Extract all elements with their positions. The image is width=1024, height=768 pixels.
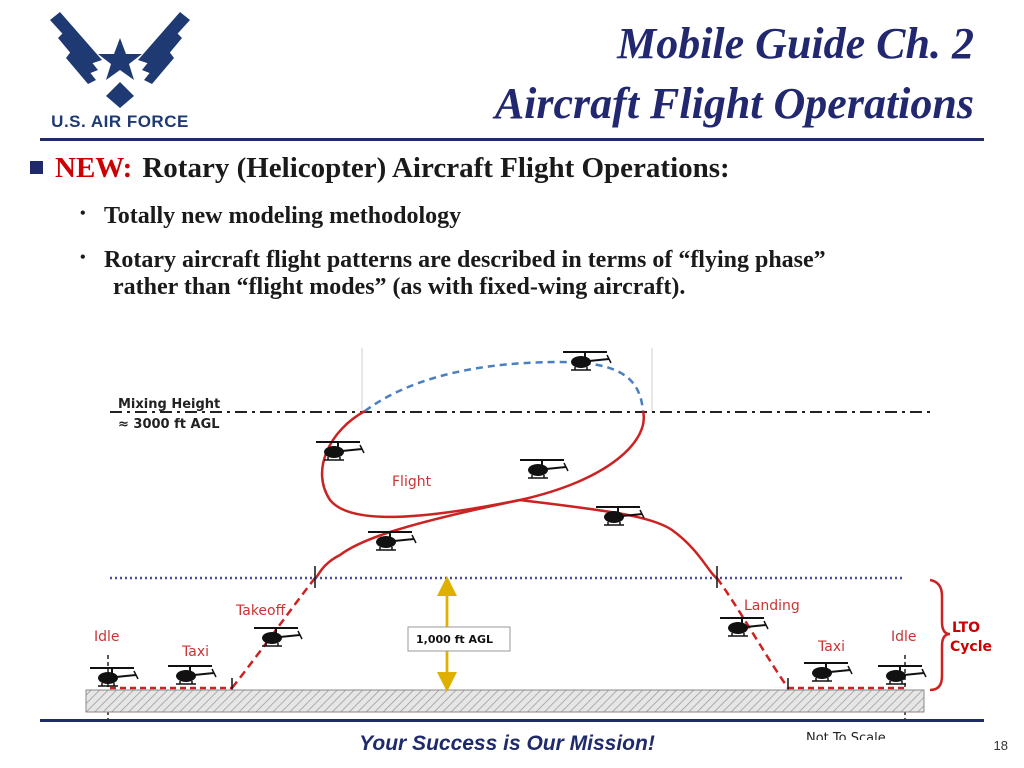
- sub-bullet-1: • Totally new modeling methodology: [80, 203, 461, 230]
- landing-path: [715, 577, 790, 689]
- takeoff-label: Takeoff: [235, 603, 286, 619]
- lto-cycle-diagram: Mixing Height ≈ 3000 ft AGL Flight 1,000…: [85, 348, 992, 740]
- taxi-right-label: Taxi: [817, 639, 845, 655]
- air-force-symbol-icon: [50, 12, 190, 108]
- footer-motto: Your Success is Our Mission!: [359, 732, 655, 755]
- landing-label: Landing: [744, 598, 800, 614]
- helicopter-icon: [167, 665, 217, 685]
- agl-label: 1,000 ft AGL: [416, 633, 493, 646]
- flight-path-upper: [320, 409, 646, 519]
- page-number: 18: [993, 738, 1008, 753]
- lto-bracket: [929, 578, 951, 692]
- square-bullet-icon: [30, 160, 43, 174]
- agl-label-box: [407, 626, 511, 652]
- helicopter-icon: [877, 665, 927, 685]
- bullet-dot-icon: •: [80, 205, 86, 223]
- taxi-left-label: Taxi: [181, 644, 209, 660]
- bullet-dot-icon: •: [80, 249, 86, 267]
- idle-right-label: Idle: [891, 629, 917, 645]
- mixing-height-value: ≈ 3000 ft AGL: [118, 417, 220, 432]
- helicopter-icon: [519, 459, 569, 479]
- helicopter-icon: [315, 441, 365, 461]
- usaf-logo: U.S. AIR FORCE: [40, 8, 200, 136]
- helicopter-icon: [803, 662, 853, 682]
- sub-bullet-2-line-2: rather than “flight modes” (as with fixe…: [113, 274, 686, 300]
- above-mixing-height-path: [364, 360, 645, 413]
- helicopter-icon: [367, 531, 417, 551]
- not-to-scale-label: Not To Scale: [806, 731, 886, 740]
- title-divider: [40, 138, 984, 141]
- helicopter-icon: [253, 627, 303, 647]
- sub-bullet-1-text: Totally new modeling methodology: [104, 203, 462, 229]
- helicopter-icon: [719, 617, 769, 637]
- flight-path-lower: [314, 498, 718, 580]
- sub-bullet-2: • Rotary aircraft flight patterns are des…: [80, 247, 826, 301]
- lto-label-line-2: Cycle: [950, 639, 992, 655]
- new-label: NEW:: [55, 152, 133, 184]
- slide-title: Mobile Guide Ch. 2 Aircraft Flight Opera…: [495, 14, 974, 134]
- helicopter-icon: [89, 667, 139, 687]
- main-bullet: NEW: Rotary (Helicopter) Aircraft Flight …: [30, 152, 730, 185]
- mixing-height-label: Mixing Height: [118, 397, 220, 412]
- helicopter-icon: [562, 351, 612, 371]
- main-bullet-text: Rotary (Helicopter) Aircraft Flight Oper…: [142, 152, 730, 184]
- title-line-2: Aircraft Flight Operations: [494, 79, 974, 128]
- idle-left-label: Idle: [94, 629, 120, 645]
- lto-label-line-1: LTO: [952, 620, 980, 636]
- footer-divider: [40, 719, 984, 722]
- sub-bullet-2-line-1: Rotary aircraft flight patterns are desc…: [104, 247, 826, 273]
- title-line-1: Mobile Guide Ch. 2: [617, 19, 974, 68]
- flight-label: Flight: [392, 474, 432, 490]
- logo-text: U.S. AIR FORCE: [51, 112, 189, 131]
- ground: [85, 689, 925, 713]
